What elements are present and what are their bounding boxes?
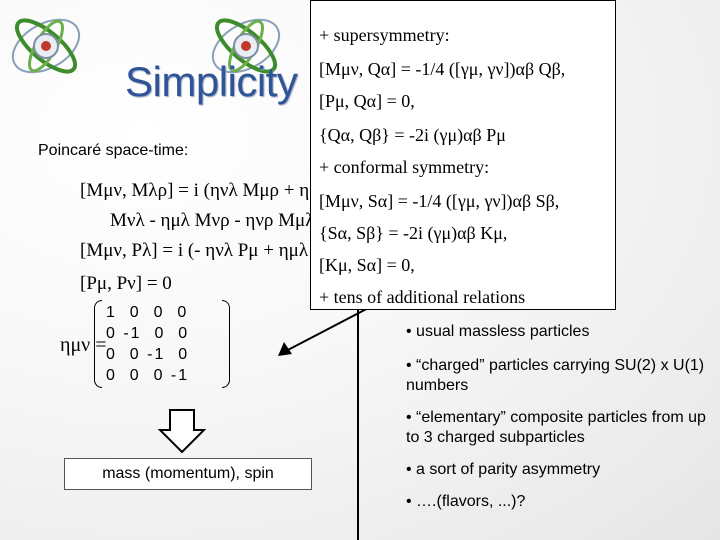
poincare-label: Poincaré space-time: xyxy=(38,142,189,159)
metric-matrix: 1 0 0 0 0 -1 0 0 0 0 -1 0 0 0 0 -1 xyxy=(60,300,240,390)
commutator-pp: [Pμ, Pν] = 0 xyxy=(80,273,172,294)
conformal-relation-1: [Mμν, Sα] = -1/4 ([γμ, γν])αβ Sβ, xyxy=(319,191,560,211)
bullet-item: • a sort of parity asymmetry xyxy=(406,461,601,478)
bullet-item: • ….(flavors, ...)? xyxy=(406,493,526,510)
vertical-divider xyxy=(357,310,359,540)
logo-icon-right xyxy=(211,18,281,74)
result-box: mass (momentum), spin xyxy=(64,458,312,490)
bullet-item: • “elementary” composite particles from … xyxy=(406,409,706,446)
bullet-item: • “charged” particles carrying SU(2) x U… xyxy=(406,357,705,394)
susy-relation-1: [Mμν, Qα] = -1/4 ([γμ, γν])αβ Qβ, xyxy=(319,59,566,79)
matrix-right-brace xyxy=(222,300,230,388)
susy-title: + supersymmetry: xyxy=(319,25,450,45)
conformal-title: + conformal symmetry: xyxy=(319,157,490,177)
matrix-row: 1 0 0 0 xyxy=(106,304,189,321)
commutator-mm-line1: [Mμν, Mλρ] = i (ηνλ Mμρ + ημ xyxy=(80,180,320,201)
logo-icon-left xyxy=(11,18,81,74)
conformal-relation-3: [Kμ, Sα] = 0, xyxy=(319,255,415,275)
conformal-relation-2: {Sα, Sβ} = -2i (γμ)αβ Kμ, xyxy=(319,223,508,243)
left-arrow-icon xyxy=(278,303,377,356)
commutator-mp: [Mμν, Pλ] = i (- ηνλ Pμ + ημλ P xyxy=(80,240,324,261)
matrix-row: 0 -1 0 0 xyxy=(106,325,190,342)
commutator-mm-line2: Mνλ - ημλ Mνρ - ηνρ Mμλ), xyxy=(110,210,326,231)
susy-relation-2: [Pμ, Qα] = 0, xyxy=(319,91,415,111)
additional-relations: + tens of additional relations xyxy=(319,287,526,307)
bullet-item: • usual massless particles xyxy=(406,323,590,340)
susy-relation-3: {Qα, Qβ} = -2i (γμ)αβ Pμ xyxy=(319,125,506,145)
symmetry-overlay-box: + supersymmetry: [Mμν, Qα] = -1/4 ([γμ, … xyxy=(310,0,616,310)
down-arrow-icon xyxy=(158,409,206,454)
metric-label: ημν = xyxy=(60,334,107,356)
matrix-row: 0 0 0 -1 xyxy=(106,367,190,384)
matrix-row: 0 0 -1 0 xyxy=(106,346,190,363)
slide-title: Simplicity xyxy=(125,58,298,105)
